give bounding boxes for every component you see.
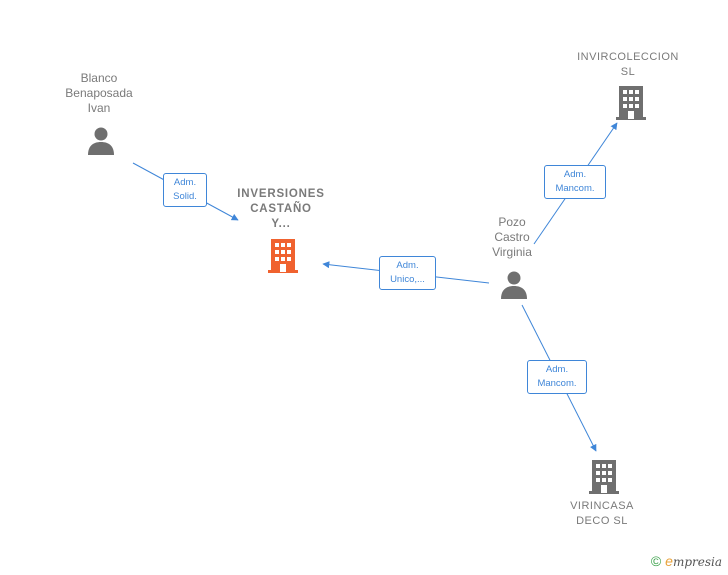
node-label-pozo[interactable]: Pozo Castro Virginia (492, 215, 532, 259)
edge-label-pozo-invircoleccion: Adm. Mancom. (544, 165, 606, 199)
brand-logo-text: mpresia (672, 555, 722, 569)
person-icon[interactable] (86, 126, 116, 156)
edge-label-pozo-virincasa: Adm. Mancom. (527, 360, 587, 394)
brand-logo-initial: e (665, 553, 673, 569)
building-icon[interactable] (588, 459, 620, 495)
edge-label-blanco-inversiones: Adm. Solid. (163, 173, 207, 207)
building-icon[interactable] (267, 238, 299, 274)
node-label-blanco[interactable]: Blanco Benaposada Ivan (65, 71, 133, 115)
node-label-virincasa[interactable]: VIRINCASA DECO SL (570, 500, 634, 527)
building-icon[interactable] (615, 85, 647, 121)
copyright-symbol: © (650, 553, 662, 569)
node-label-invircoleccion[interactable]: INVIRCOLECCION SL (577, 51, 679, 78)
edge-label-pozo-inversiones: Adm. Unico,... (379, 256, 436, 290)
node-label-inversiones[interactable]: INVERSIONES CASTAÑO Y... (237, 188, 325, 230)
brand-footer: ©empresia (651, 553, 722, 569)
person-icon[interactable] (499, 270, 529, 300)
